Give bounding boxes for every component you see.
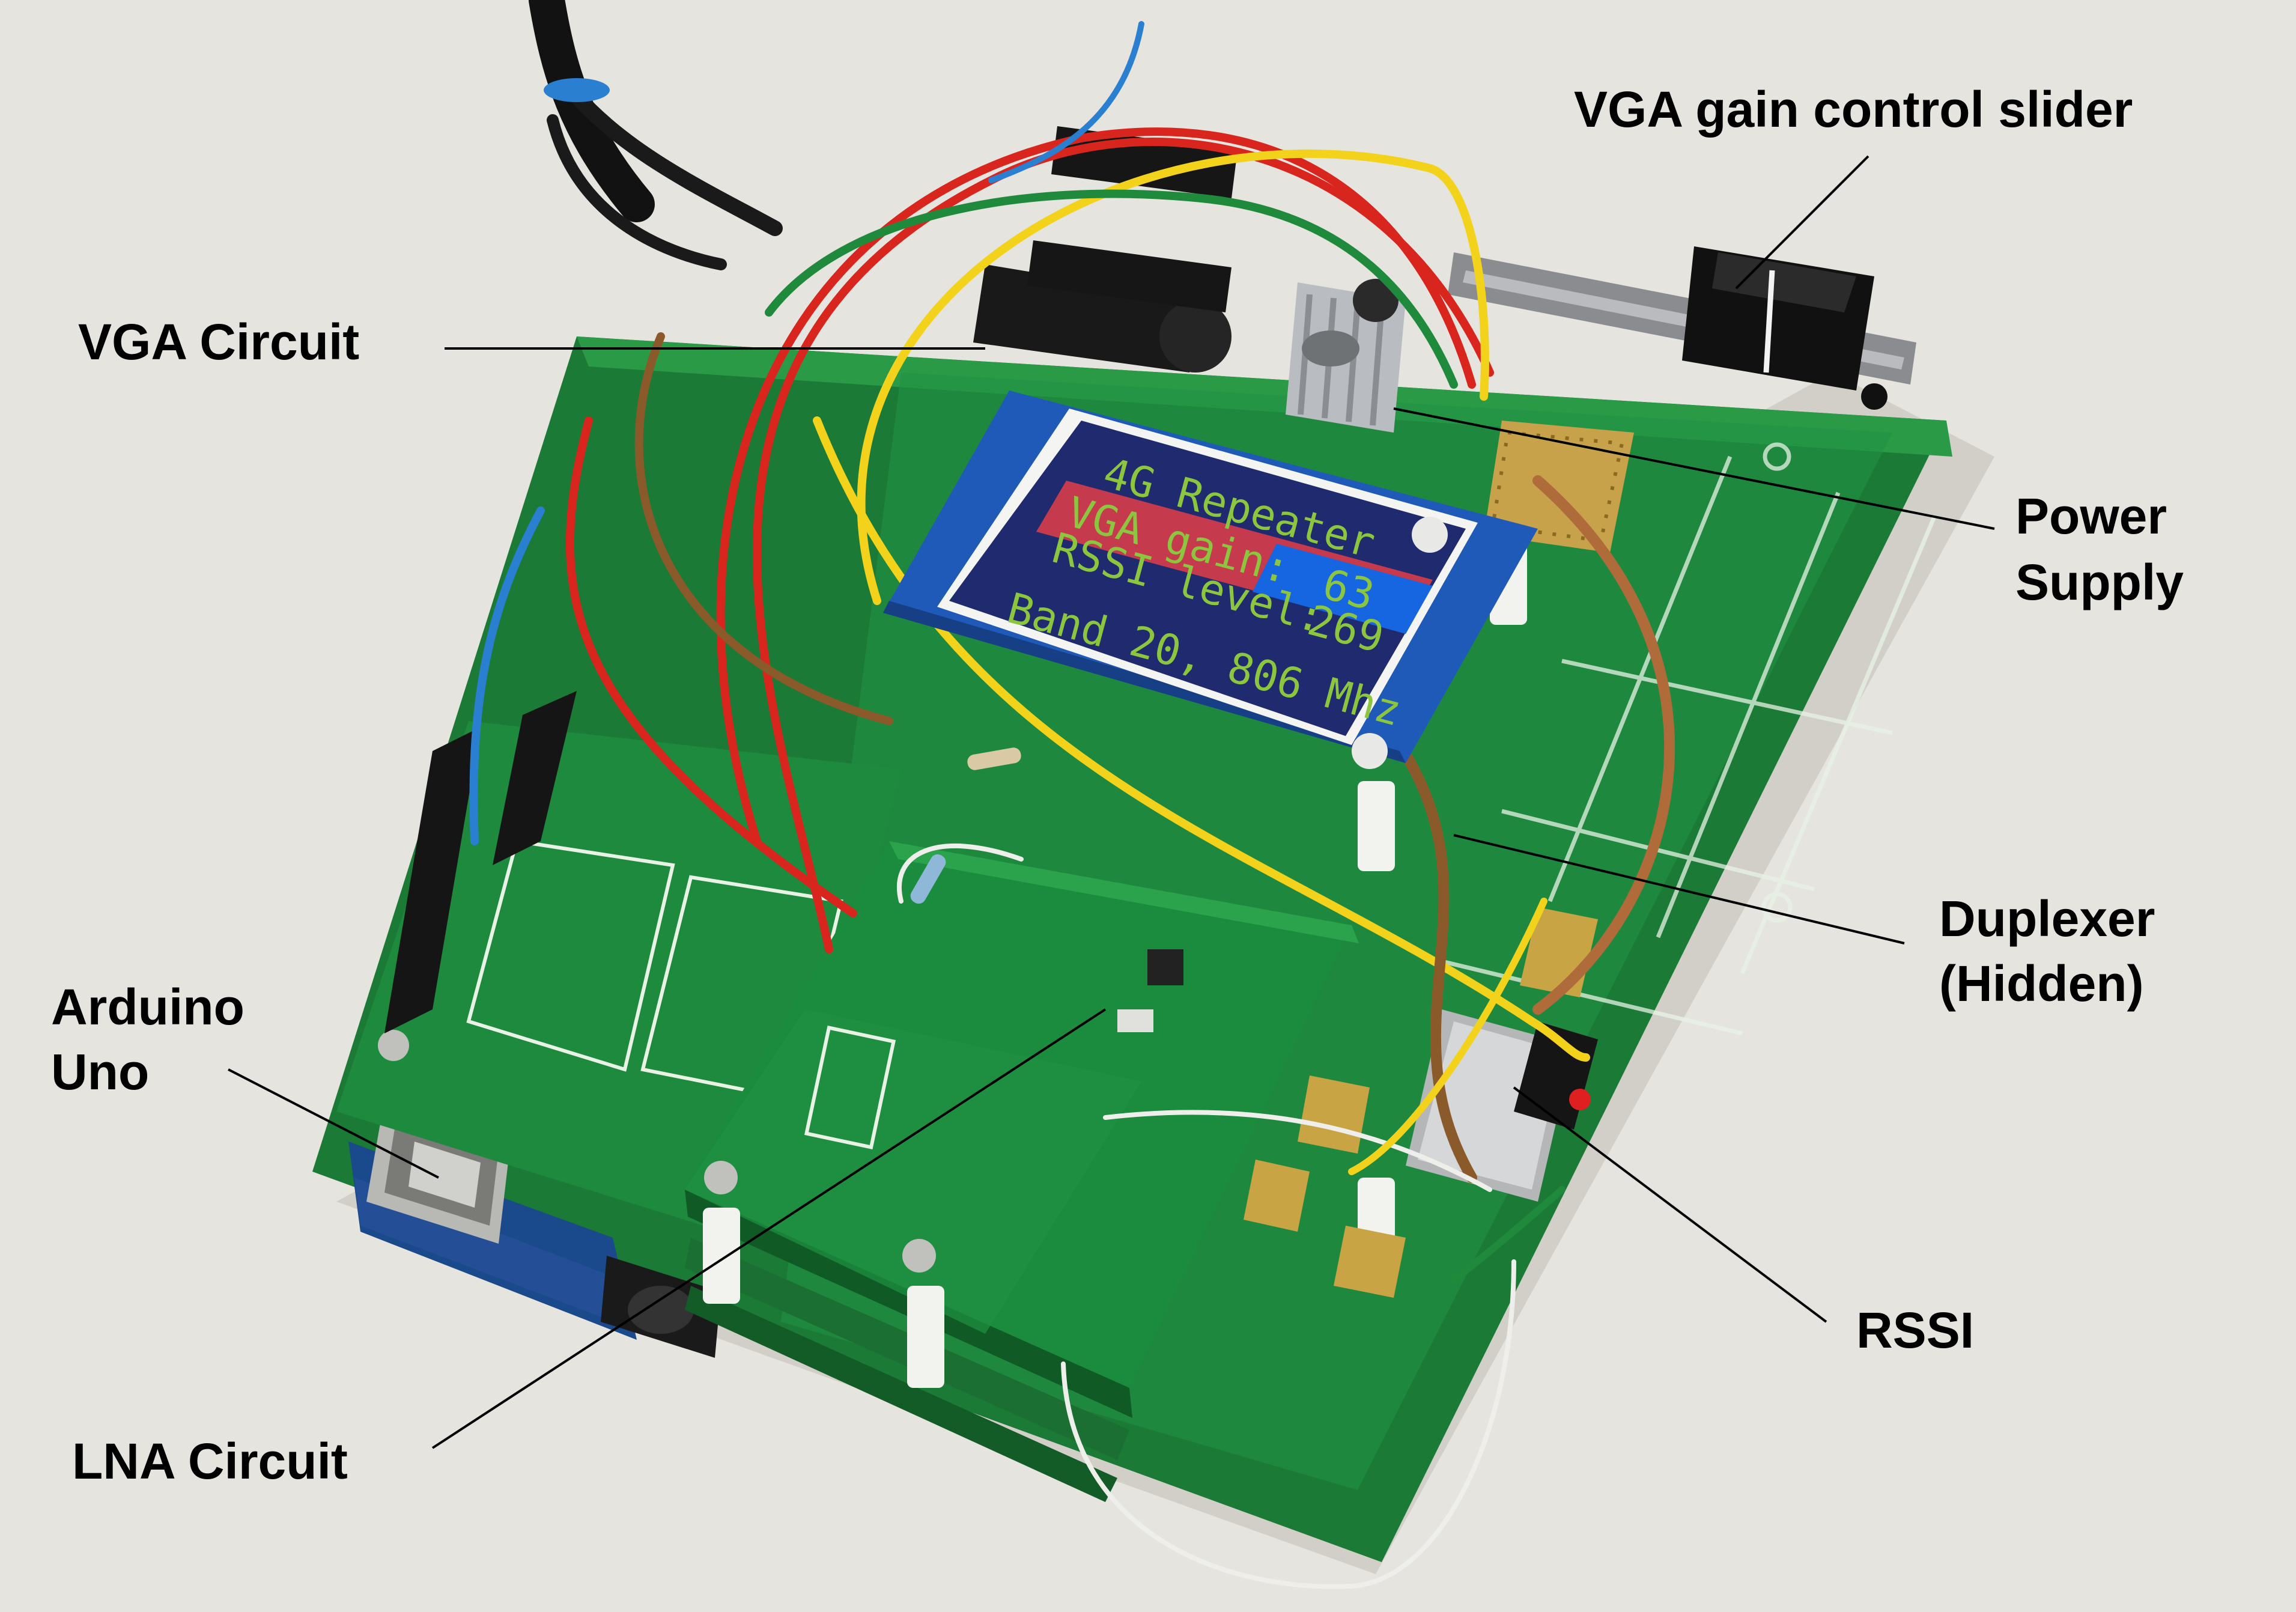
keypad-silkscreen <box>1441 442 1937 1036</box>
tft-display-module <box>883 391 1538 769</box>
lna-leader <box>431 1008 1107 1449</box>
label-rssi: RSSI <box>1856 1302 1975 1358</box>
label-arduino-line2: Uno <box>51 1044 150 1100</box>
vga-gain-slider <box>1448 246 1916 410</box>
pin-headers-left <box>384 691 577 1033</box>
resistors <box>910 747 1021 904</box>
label-power-supply-line2: Supply <box>2015 554 2184 610</box>
power-supply-heatsink <box>1286 279 1406 433</box>
label-power-supply-line1: Power <box>2015 488 2167 544</box>
rssi-leader <box>1513 1086 1827 1323</box>
label-vga-circuit: VGA Circuit <box>78 314 360 370</box>
label-duplexer-line2: (Hidden) <box>1939 955 2144 1012</box>
label-lna-circuit: LNA Circuit <box>72 1433 348 1489</box>
label-arduino-line1: Arduino <box>51 979 244 1035</box>
power-supply-leader <box>1393 407 1995 530</box>
arduino-leader <box>228 1068 439 1179</box>
label-duplexer-line1: Duplexer <box>1939 890 2155 947</box>
dc-barrel-jack <box>601 1256 721 1358</box>
perfboard <box>1484 421 1634 553</box>
leader-lines <box>228 155 1995 1449</box>
slider-leader <box>1735 155 1869 290</box>
sma-connectors <box>1244 907 1598 1298</box>
cable-bundle <box>529 0 783 270</box>
duplexer-leader <box>1453 834 1905 944</box>
label-vga-gain-slider: VGA gain control slider <box>1574 81 2133 138</box>
